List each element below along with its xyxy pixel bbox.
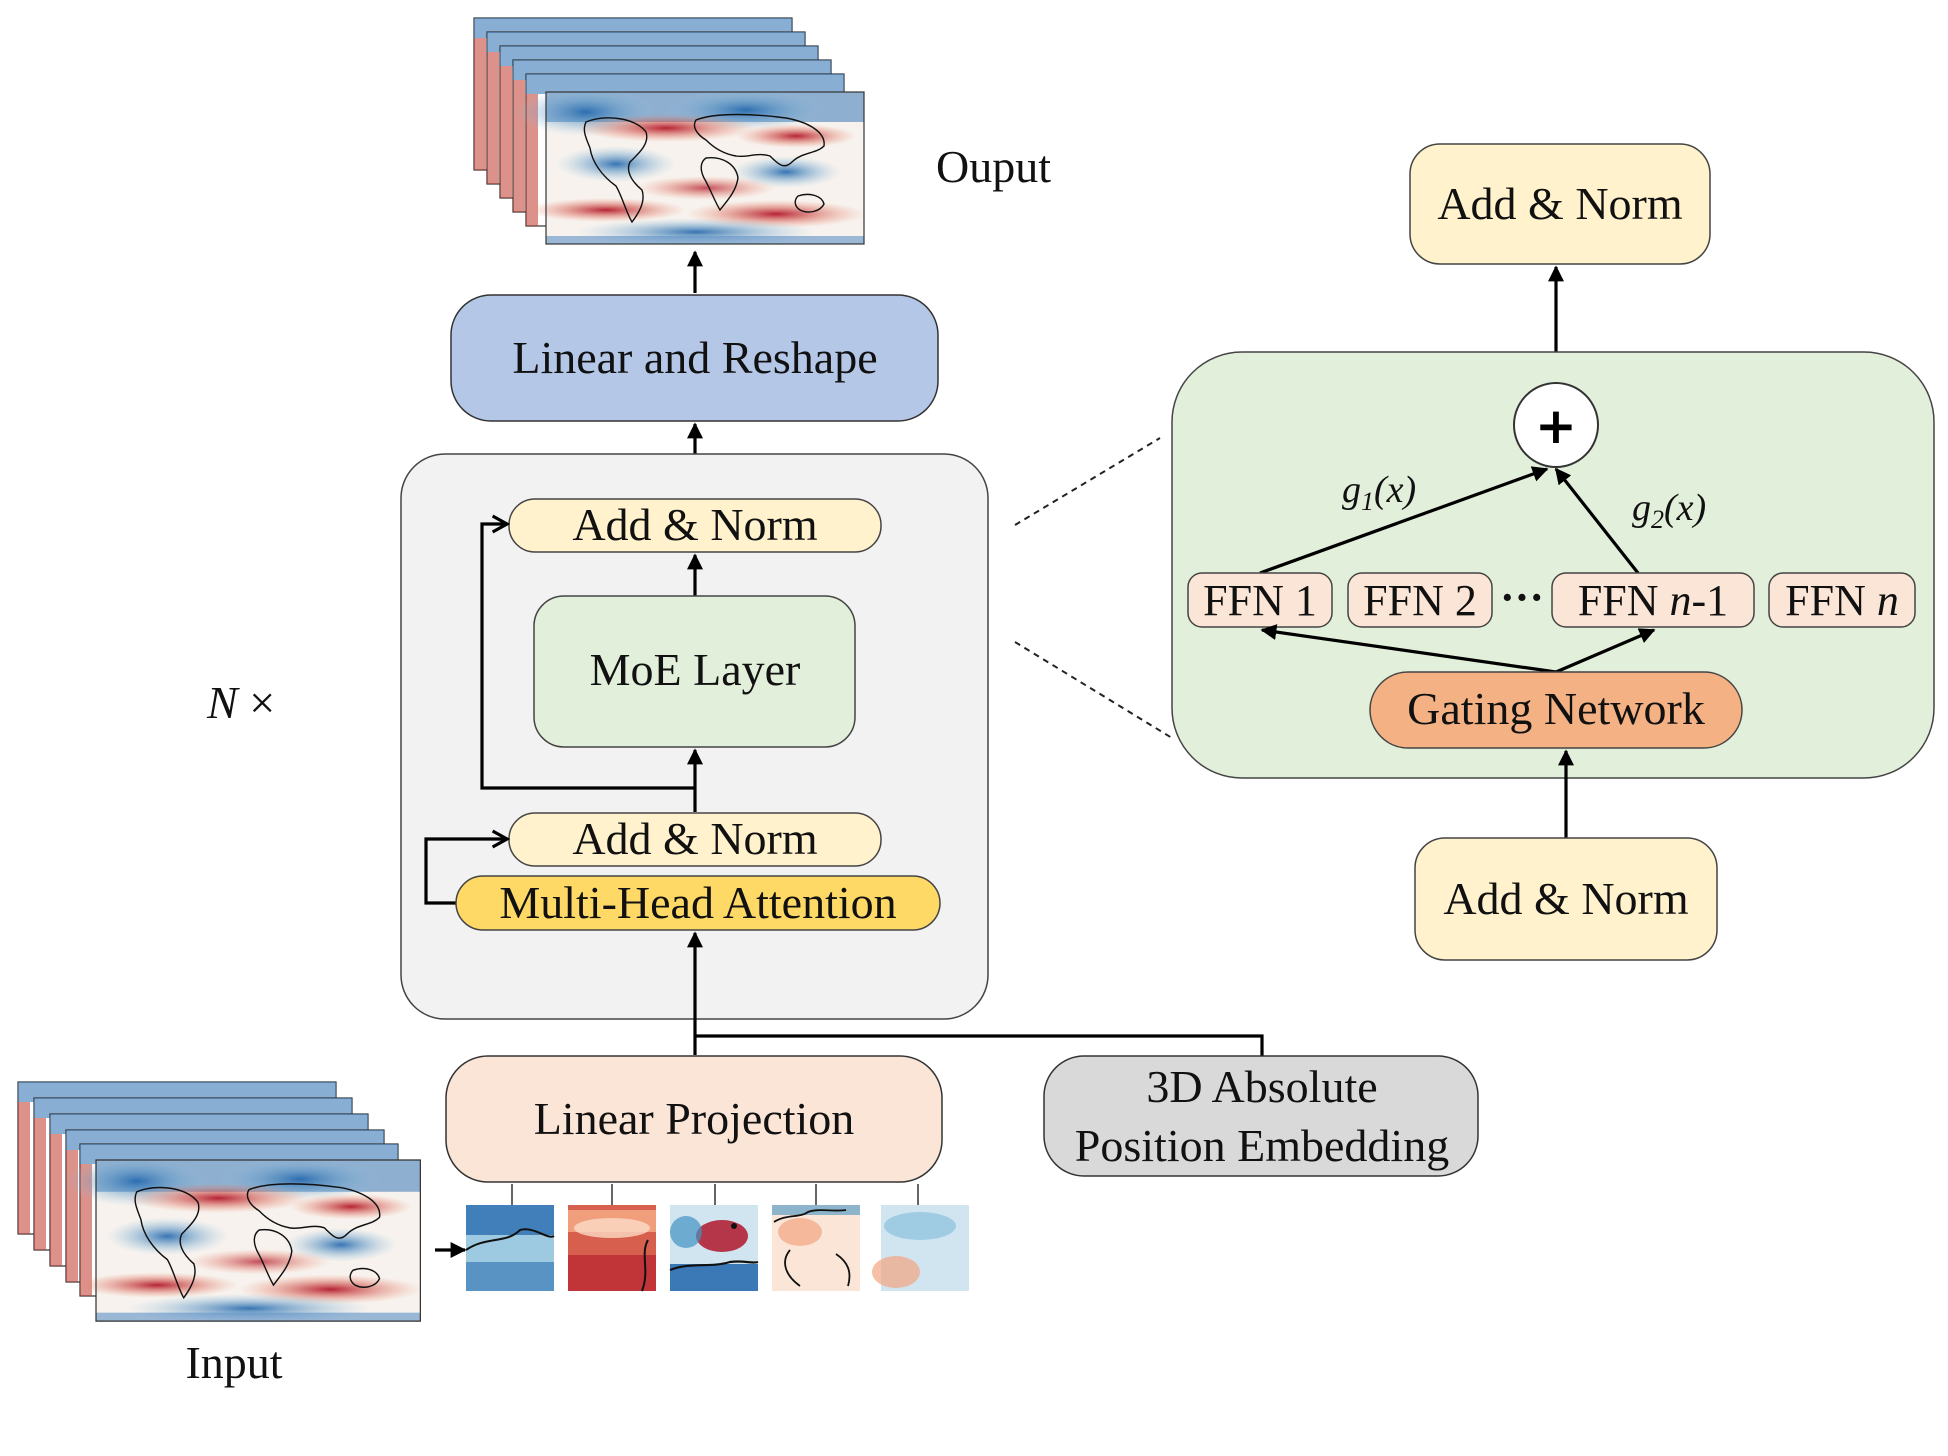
ffn-n-label: FFN n — [1785, 576, 1899, 625]
pos-embed-line2: Position Embedding — [1075, 1120, 1449, 1171]
weather-patch-1 — [465, 1205, 555, 1291]
residual-skip-attention — [424, 839, 507, 905]
zoom-line-bottom — [1014, 641, 1173, 739]
gate-2-label: g2(x) — [1632, 487, 1706, 534]
arrow-gate-to-ffn1 — [1260, 624, 1557, 674]
sum-symbol: + — [1535, 397, 1577, 455]
weather-patch-5 — [872, 1205, 969, 1291]
moe-layer-label: MoE Layer — [590, 644, 801, 695]
pos-embed-connector — [695, 1034, 1264, 1056]
weather-patch-3 — [669, 1205, 759, 1291]
repeat-label: N × — [206, 677, 275, 728]
zoom-line-top — [1014, 437, 1161, 526]
ffn-n-minus-1-box: FFN n-1 — [1551, 572, 1755, 628]
weather-patch-4 — [772, 1205, 860, 1291]
input-weather-stack — [17, 1081, 424, 1324]
add-norm-top-box: Add & Norm — [508, 498, 882, 553]
ffn-2-label: FFN 2 — [1363, 576, 1477, 625]
moe-detail-panel — [1171, 351, 1935, 779]
pos-embed-box: 3D Absolute Position Embedding — [1043, 1055, 1479, 1177]
mha-box: Multi-Head Attention — [455, 875, 941, 931]
gating-network-box: Gating Network — [1369, 671, 1743, 749]
moe-out-add-norm-label: Add & Norm — [1437, 178, 1683, 229]
linear-reshape-box: Linear and Reshape — [450, 294, 939, 422]
arrow-ffnn1-to-sum — [1554, 467, 1640, 574]
linear-projection-box: Linear Projection — [445, 1055, 943, 1183]
gating-network-label: Gating Network — [1407, 683, 1705, 734]
linear-reshape-label: Linear and Reshape — [512, 332, 877, 383]
moe-out-add-norm-box: Add & Norm — [1409, 143, 1711, 265]
patch-connectors — [511, 1184, 919, 1205]
linear-projection-label: Linear Projection — [534, 1093, 855, 1144]
output-weather-stack — [473, 17, 867, 247]
gate-1-label: g1(x) — [1342, 469, 1416, 516]
weather-patch-2 — [568, 1205, 656, 1292]
pos-embed-line1: 3D Absolute — [1146, 1061, 1377, 1112]
add-norm-top-label: Add & Norm — [572, 499, 818, 550]
residual-skip-moe — [480, 524, 695, 790]
moe-in-add-norm-label: Add & Norm — [1443, 873, 1689, 924]
output-label: Ouput — [936, 141, 1051, 192]
sum-node: + — [1513, 382, 1599, 468]
ffn-1-box: FFN 1 — [1187, 572, 1333, 628]
moe-in-add-norm-box: Add & Norm — [1414, 837, 1718, 961]
ffn-1-label: FFN 1 — [1203, 576, 1317, 625]
mha-label: Multi-Head Attention — [499, 877, 896, 928]
ffn-n-minus-1-label: FFN n-1 — [1578, 576, 1728, 625]
ffn-2-box: FFN 2 — [1347, 572, 1493, 628]
ffn-n-box: FFN n — [1768, 572, 1916, 628]
add-norm-mid-label: Add & Norm — [572, 813, 818, 864]
add-norm-mid-box: Add & Norm — [508, 812, 882, 867]
arrow-ffn1-to-sum — [1259, 466, 1549, 575]
ffn-ellipsis: ··· — [1500, 573, 1544, 622]
arrow-gate-to-ffnn1 — [1555, 628, 1656, 674]
moe-layer-box: MoE Layer — [533, 595, 856, 748]
input-label: Input — [185, 1337, 282, 1388]
